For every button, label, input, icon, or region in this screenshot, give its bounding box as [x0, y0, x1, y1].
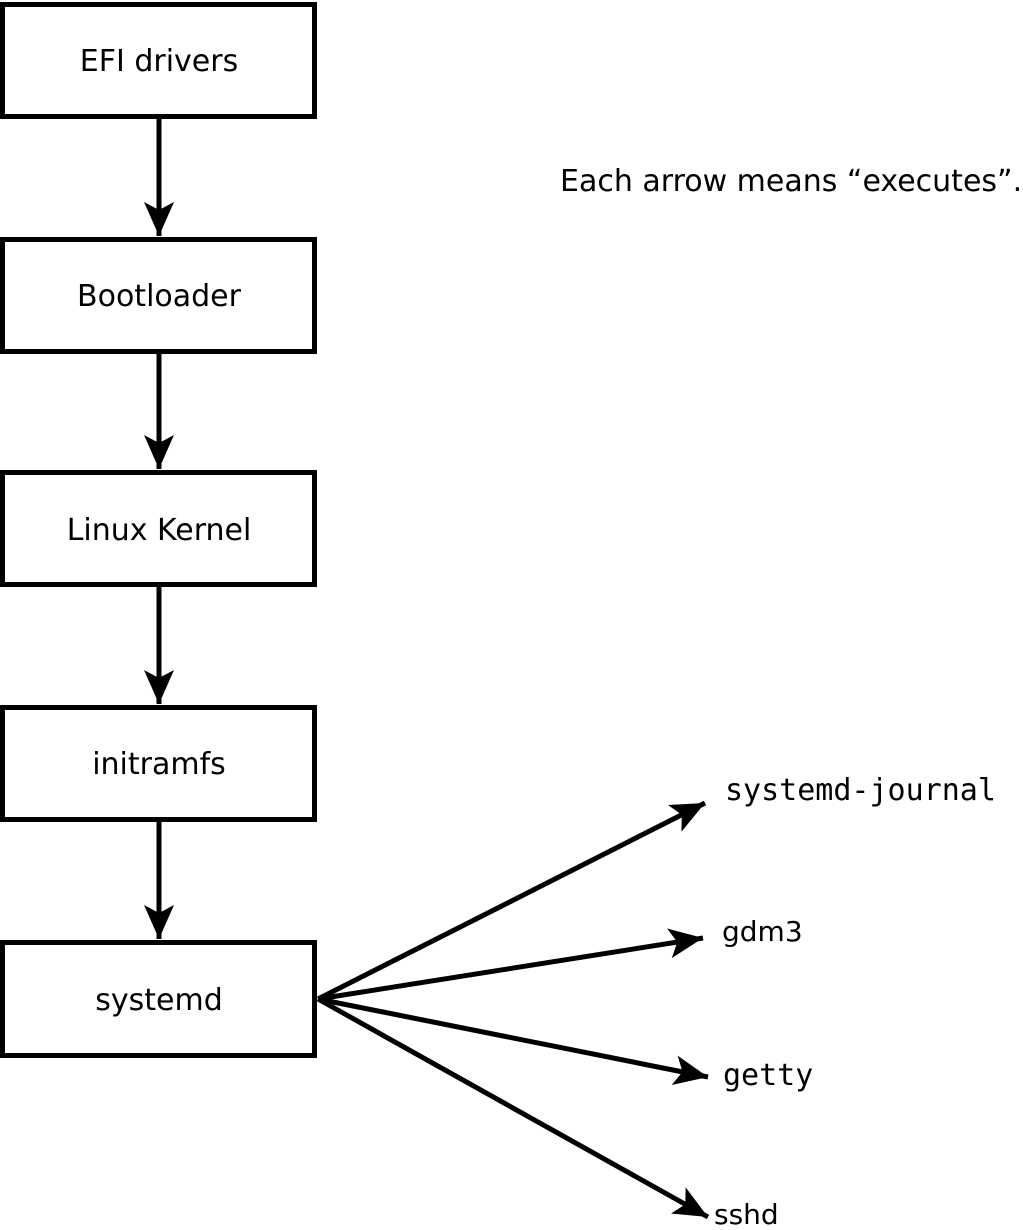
- node-initramfs-box: [0, 705, 317, 822]
- node-initramfs-label: initramfs: [92, 747, 226, 782]
- node-linux-kernel-label: Linux Kernel: [67, 513, 252, 548]
- arrow-systemd-to-gdm3: [317, 928, 704, 1002]
- node-linux-kernel-box: [0, 470, 317, 587]
- process-label-gdm3: gdm3: [722, 915, 803, 948]
- node-bootloader-box: [0, 237, 317, 354]
- node-bootloader-label: Bootloader: [77, 279, 242, 314]
- process-label-sshd: sshd: [714, 1198, 779, 1230]
- process-label-systemd-journal: systemd-journal: [725, 773, 996, 808]
- arrow-systemd-to-getty: [317, 996, 709, 1086]
- arrow-systemd-to-systemd-journal: [316, 800, 707, 1002]
- annotation-arrow-meaning: Each arrow means “executes”.: [560, 164, 1022, 199]
- node-initramfs: initramfs: [0, 705, 317, 822]
- node-systemd: systemd: [0, 940, 317, 1058]
- node-bootloader: Bootloader: [0, 237, 317, 354]
- arrow-systemd-to-sshd: [316, 996, 710, 1220]
- node-efi-drivers-label: EFI drivers: [80, 44, 238, 79]
- process-label-getty: getty: [723, 1058, 813, 1093]
- node-efi-drivers-box: [0, 2, 317, 119]
- node-systemd-box: [0, 940, 317, 1058]
- node-efi-drivers: EFI drivers: [0, 2, 317, 119]
- node-linux-kernel: Linux Kernel: [0, 470, 317, 587]
- node-systemd-label: systemd: [95, 983, 223, 1018]
